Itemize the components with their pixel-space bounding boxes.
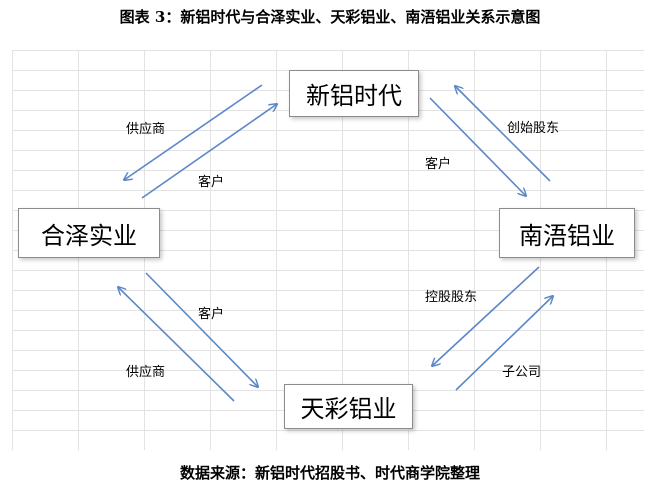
label-supplier-top: 供应商 (126, 122, 166, 137)
node-heze-shiye: 合泽实业 (18, 208, 160, 258)
arrow-xinlv-to-heze (124, 84, 263, 180)
label-founder: 创始股东 (507, 121, 560, 136)
figure-title: 图表 3：新铝时代与合泽实业、天彩铝业、南浯铝业关系示意图 (119, 8, 541, 26)
arrow-heze-to-tiancai (145, 272, 258, 387)
arrow-tiancai-to-heze (118, 287, 235, 402)
arrow-tiancai-to-nanhao (455, 296, 553, 391)
node-nanhao-lvye: 南浯铝业 (499, 208, 635, 258)
label-customer-bottom: 客户 (198, 307, 225, 322)
arrow-heze-to-xinlv (141, 104, 277, 199)
label-controlling-shareholder: 控股股东 (425, 290, 478, 305)
label-subsidiary: 子公司 (502, 365, 542, 380)
node-xinlv-shidai: 新铝时代 (289, 70, 419, 117)
figure-source: 数据来源：新铝时代招股书、时代商学院整理 (179, 464, 480, 482)
label-customer-right: 客户 (425, 157, 452, 172)
arrow-nanhao-to-xinlv (455, 86, 551, 182)
arrow-xinlv-to-nanhao (429, 97, 526, 196)
node-tiancai-lvye: 天彩铝业 (284, 384, 413, 429)
label-customer-top: 客户 (198, 175, 225, 190)
arrow-nanhao-to-tiancai (432, 266, 540, 366)
label-supplier-bottom: 供应商 (126, 365, 166, 380)
